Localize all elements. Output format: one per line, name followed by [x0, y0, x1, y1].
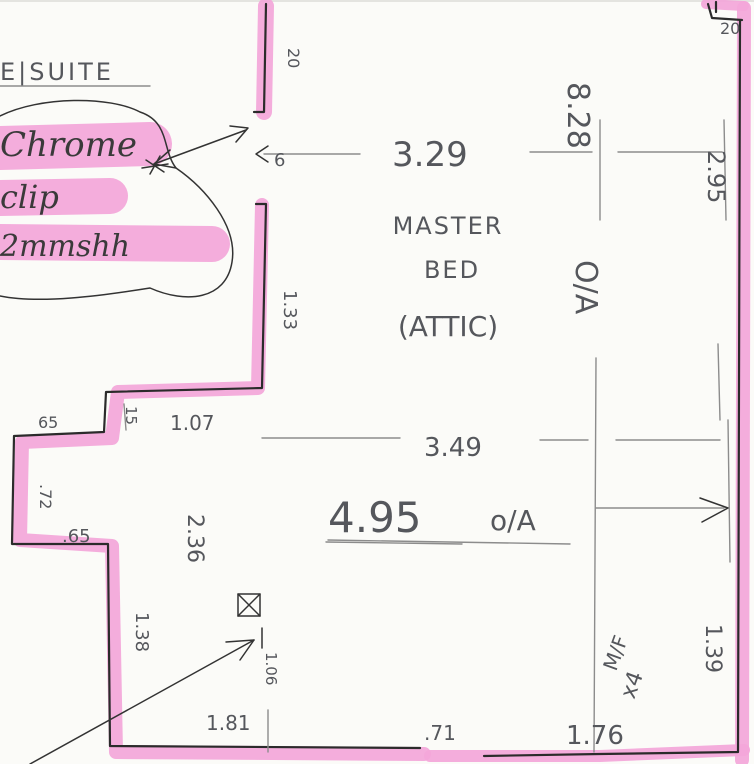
dim-step-side: .72 — [36, 484, 55, 509]
room-name-line-2: BED — [424, 256, 480, 284]
ensuite-text: E|SUITE — [0, 58, 114, 86]
dim-bottom-176: 1.76 — [566, 721, 624, 751]
dim-step-15: 15 — [122, 406, 140, 425]
ensuite-label: E|SUITE — [0, 58, 151, 87]
dim-step-107: 1.07 — [170, 411, 215, 435]
dim-left-wall-drop: 1.33 — [279, 290, 300, 330]
note-line-2: clip — [0, 178, 59, 216]
wall-highlight — [13, 0, 751, 764]
note-highlight — [0, 122, 230, 262]
dim-small-6: 6 — [274, 150, 285, 171]
dim-mf-line-2: x4 — [616, 668, 649, 702]
dim-right-side-upper: 2.95 — [702, 150, 730, 203]
room-name-line-3: (ATTIC) — [398, 310, 498, 343]
note-text: Chrome clip 2mmshh — [0, 125, 137, 264]
dim-vertical-oa-label: O/A — [568, 260, 603, 315]
annotation-arrows — [29, 125, 729, 764]
dim-bottom-181: 1.81 — [206, 711, 251, 735]
dimension-labels: 20 20 6 3.29 8.28 O/A 2.95 1.33 65 15 1.… — [36, 19, 740, 751]
dim-post: 1.06 — [262, 652, 280, 685]
dim-top-left-wall: 20 — [284, 48, 303, 68]
dim-overall-oa: o/A — [490, 504, 536, 537]
fixture-symbol-icon — [237, 593, 263, 649]
dim-top-right-corner: 20 — [720, 19, 740, 38]
dim-bottom-71: .71 — [424, 721, 456, 745]
dim-mf-line-1: M/F — [598, 632, 633, 674]
dim-overall-width: 4.95 — [328, 493, 422, 542]
overall-width-underline — [325, 541, 463, 545]
dim-right-lower: 1.39 — [700, 624, 725, 673]
room-name-line-1: MASTER — [393, 212, 504, 240]
dim-left-vert: 2.36 — [182, 514, 207, 563]
dimension-lines — [123, 119, 731, 753]
dim-top-width: 3.29 — [392, 135, 468, 175]
dim-lower-left: 1.38 — [131, 612, 152, 652]
walls — [10, 0, 744, 758]
dim-mid-width: 3.49 — [424, 433, 482, 463]
dim-step-65-top: 65 — [38, 413, 58, 432]
note-line-1: Chrome — [0, 125, 137, 165]
room-label: MASTER BED (ATTIC) — [393, 212, 504, 343]
note-line-3: 2mmshh — [0, 229, 130, 264]
dim-vertical-oa: 8.28 — [560, 82, 595, 149]
note-bubble — [0, 99, 234, 301]
dim-step-65-bottom: .65 — [62, 526, 91, 547]
